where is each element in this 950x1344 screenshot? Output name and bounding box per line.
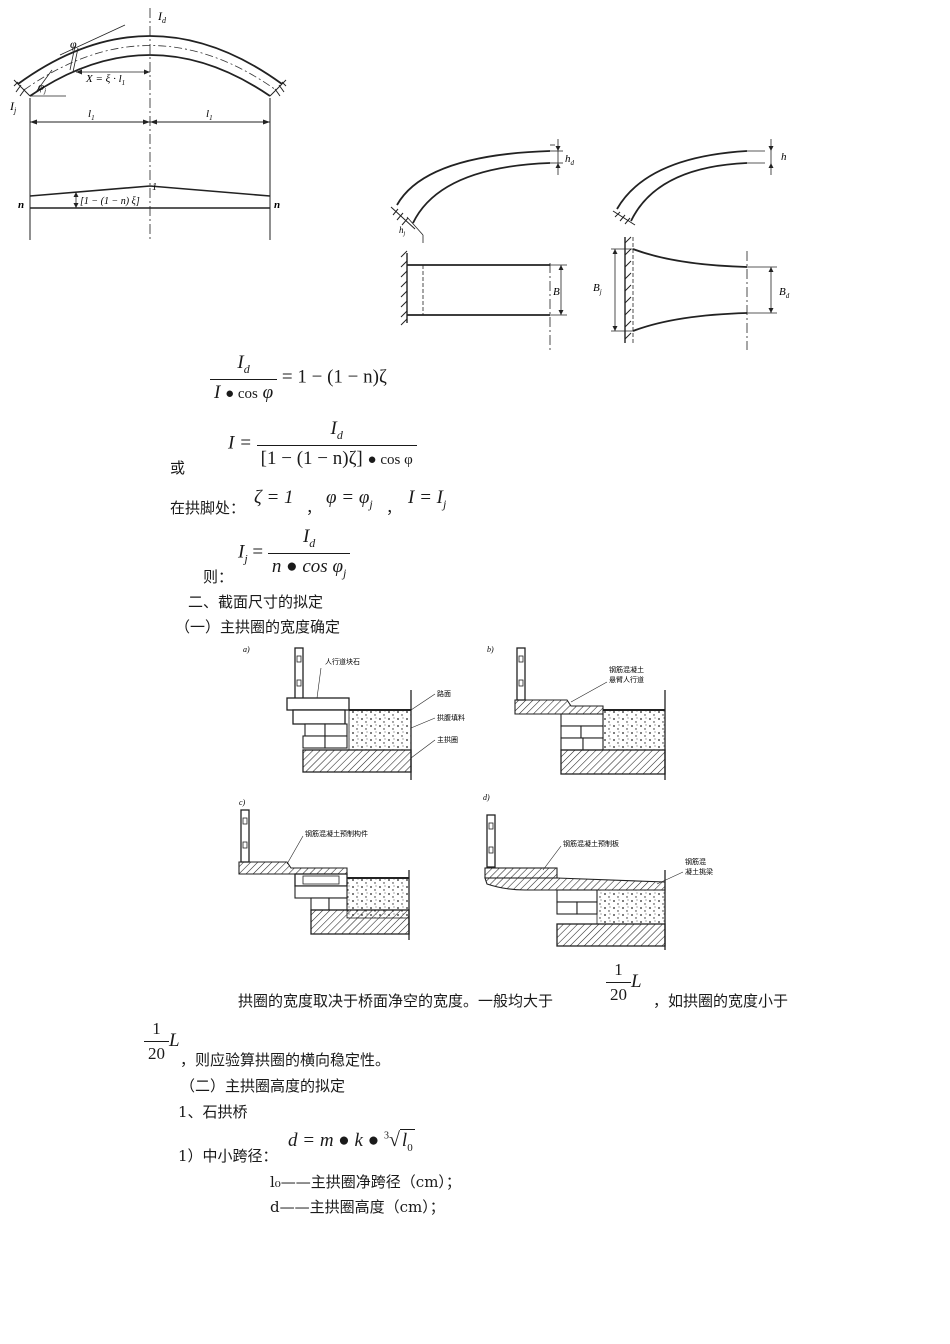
left-support — [13, 79, 31, 97]
cross-section-c: c) 钢筋混凝土预制构件 — [238, 798, 410, 940]
width-paragraph-line2: ，则应验算拱圈的横向稳定性。 — [180, 1051, 391, 1069]
cross-sections-figure: a) 人行道块石 路面 拱腹填料 主拱圈 b) — [238, 645, 713, 950]
arch-intrados — [29, 54, 271, 97]
equation-3: Ij = Id n ● cos φj — [238, 526, 351, 581]
condition-phi: φ = φj — [326, 487, 373, 511]
separator-1: ， — [306, 499, 322, 517]
label-hd: hd — [565, 153, 575, 167]
fraction-L20-1: 1 20 L — [606, 960, 642, 1005]
cross-section-d: d) 钢筋混凝土预制板 钢筋混 凝土挑梁 — [483, 793, 713, 950]
arch-inertia-figure: Id φ φj X = ξ · l1 Ij l1 l1 1 n n [1 − (… — [9, 8, 287, 240]
section-2-1-title: （一）主拱圈的宽度确定 — [175, 618, 341, 636]
arch-width-figure: hd hj B h — [390, 139, 790, 350]
svg-text:悬臂人行道: 悬臂人行道 — [609, 675, 644, 684]
label-Ij: Ij — [9, 99, 17, 115]
item-stone-arch: 1、石拱桥 — [178, 1103, 248, 1121]
condition-zeta: ζ = 1 — [254, 487, 294, 508]
formula-arch-depth: d = m ● k ● 3√l0 — [288, 1129, 415, 1154]
label-h-right: h — [781, 151, 787, 163]
label-phij: φj — [38, 81, 46, 95]
cross-section-b: b) 钢筋混凝土 悬臂人行道 — [487, 645, 666, 780]
width-paragraph-line1-end: ，如拱圈的宽度小于 — [653, 992, 789, 1010]
section-2-2-title: （二）主拱圈高度的拟定 — [180, 1077, 346, 1095]
fraction-L20-2: 1 20 L — [144, 1019, 180, 1064]
svg-text:钢筋混凝土预制板: 钢筋混凝土预制板 — [563, 839, 619, 848]
label-n-left: n — [18, 199, 24, 211]
label-l1-right: l1 — [206, 108, 213, 122]
label-B: B — [553, 286, 560, 298]
label-n-right: n — [274, 199, 280, 211]
equation-2: I = Id [1 − (1 − n)ζ] ● cos φ — [228, 418, 417, 470]
variable-width-arch: h Bj Bd — [593, 139, 790, 350]
then-label: 则： — [203, 568, 234, 586]
label-one: 1 — [152, 182, 157, 193]
label-Bj: Bj — [593, 282, 602, 296]
or-label: 或 — [170, 459, 186, 477]
section-2-title: 二、截面尺寸的拟定 — [188, 593, 324, 611]
label-distribution-formula: [1 − (1 − n) ξ] — [80, 196, 140, 207]
condition-I: I = Ij — [408, 487, 447, 511]
width-paragraph-line1: 拱圈的宽度取决于桥面净空的宽度。一般均大于 — [238, 992, 554, 1010]
svg-text:拱腹填料: 拱腹填料 — [437, 713, 465, 722]
svg-text:d): d) — [483, 793, 490, 802]
separator-2: ， — [386, 499, 402, 517]
svg-text:钢筋混: 钢筋混 — [685, 857, 706, 866]
svg-text:凝土挑梁: 凝土挑梁 — [685, 867, 713, 876]
constant-width-arch: hd hj B — [390, 139, 575, 350]
inertia-distribution-line — [29, 185, 271, 197]
label-Bd: Bd — [779, 286, 790, 300]
svg-text:a): a) — [243, 645, 250, 654]
svg-text:人行道块石: 人行道块石 — [325, 657, 360, 666]
label-phi: φ — [70, 37, 77, 51]
right-support — [269, 79, 287, 97]
svg-text:主拱圈: 主拱圈 — [437, 735, 458, 744]
label-l1-left: l1 — [88, 108, 95, 122]
cross-section-a: a) 人行道块石 路面 拱腹填料 主拱圈 — [243, 645, 465, 780]
label-x: X = ξ · l1 — [85, 73, 125, 87]
svg-text:路面: 路面 — [437, 689, 451, 698]
definition-l0: l₀——主拱圈净跨径（cm）； — [270, 1173, 461, 1191]
equation-1: Id I ● cos φ = 1 − (1 − n)ζ — [210, 352, 387, 404]
svg-text:b): b) — [487, 645, 494, 654]
definition-d: d——主拱圈高度（cm）； — [270, 1198, 445, 1216]
svg-text:钢筋混凝土: 钢筋混凝土 — [609, 665, 644, 674]
at-springing-label: 在拱脚处： — [170, 499, 246, 517]
label-Id: Id — [157, 9, 167, 25]
label-hj: hj — [399, 225, 406, 237]
item-small-span-label: 1）中小跨径： — [178, 1147, 278, 1165]
svg-text:钢筋混凝土预制构件: 钢筋混凝土预制构件 — [305, 829, 368, 838]
svg-text:c): c) — [239, 798, 246, 807]
